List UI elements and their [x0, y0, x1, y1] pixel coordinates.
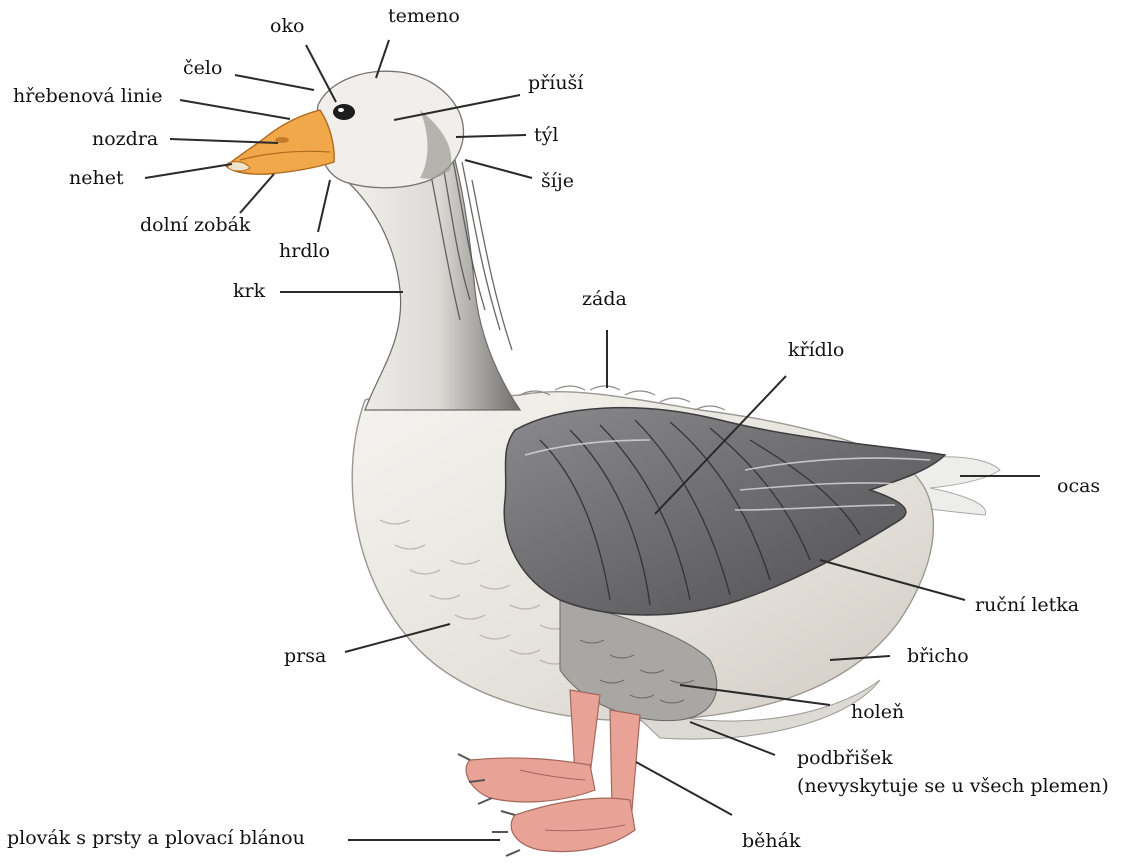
leader-dolni-zobak	[240, 174, 274, 213]
leader-behak	[636, 762, 732, 815]
label-hrdlo: hrdlo	[279, 241, 330, 263]
label-oko: oko	[270, 16, 304, 38]
leader-sije	[465, 160, 532, 178]
leader-celo	[235, 75, 314, 90]
label-rucni-letka: ruční letka	[975, 595, 1079, 617]
label-sije: šíje	[541, 171, 574, 193]
leader-nehet	[145, 164, 232, 178]
eye	[333, 104, 355, 120]
label-plovak: plovák s prsty a plovací blánou	[7, 828, 305, 850]
label-priusi: příuší	[528, 73, 583, 95]
label-bricho: břicho	[907, 646, 969, 668]
label-nozdra: nozdra	[92, 129, 158, 151]
label-behak: běhák	[742, 831, 800, 853]
leader-oko	[306, 45, 336, 102]
label-kridlo: křídlo	[788, 340, 844, 362]
label-zada: záda	[582, 289, 627, 311]
label-prsa: prsa	[284, 646, 326, 668]
label-holen: holeň	[851, 702, 904, 724]
label-hrebenova-linie: hřebenová linie	[13, 86, 162, 108]
label-celo: čelo	[183, 58, 222, 80]
head	[317, 71, 464, 188]
label-krk: krk	[233, 281, 265, 303]
label-tyl: týl	[534, 125, 558, 147]
label-temeno: temeno	[388, 6, 460, 28]
label-ocas: ocas	[1057, 476, 1100, 498]
leader-hrebenova-linie	[180, 100, 290, 119]
leader-tyl	[456, 135, 526, 137]
label-podbrisek: podbřišek	[797, 746, 893, 771]
label-nehet: nehet	[69, 168, 124, 190]
label-dolni-zobak: dolní zobák	[140, 215, 250, 237]
label-podbrisek-note: (nevyskytuje se u všech plemen)	[797, 774, 1109, 799]
leader-hrdlo	[318, 180, 330, 232]
